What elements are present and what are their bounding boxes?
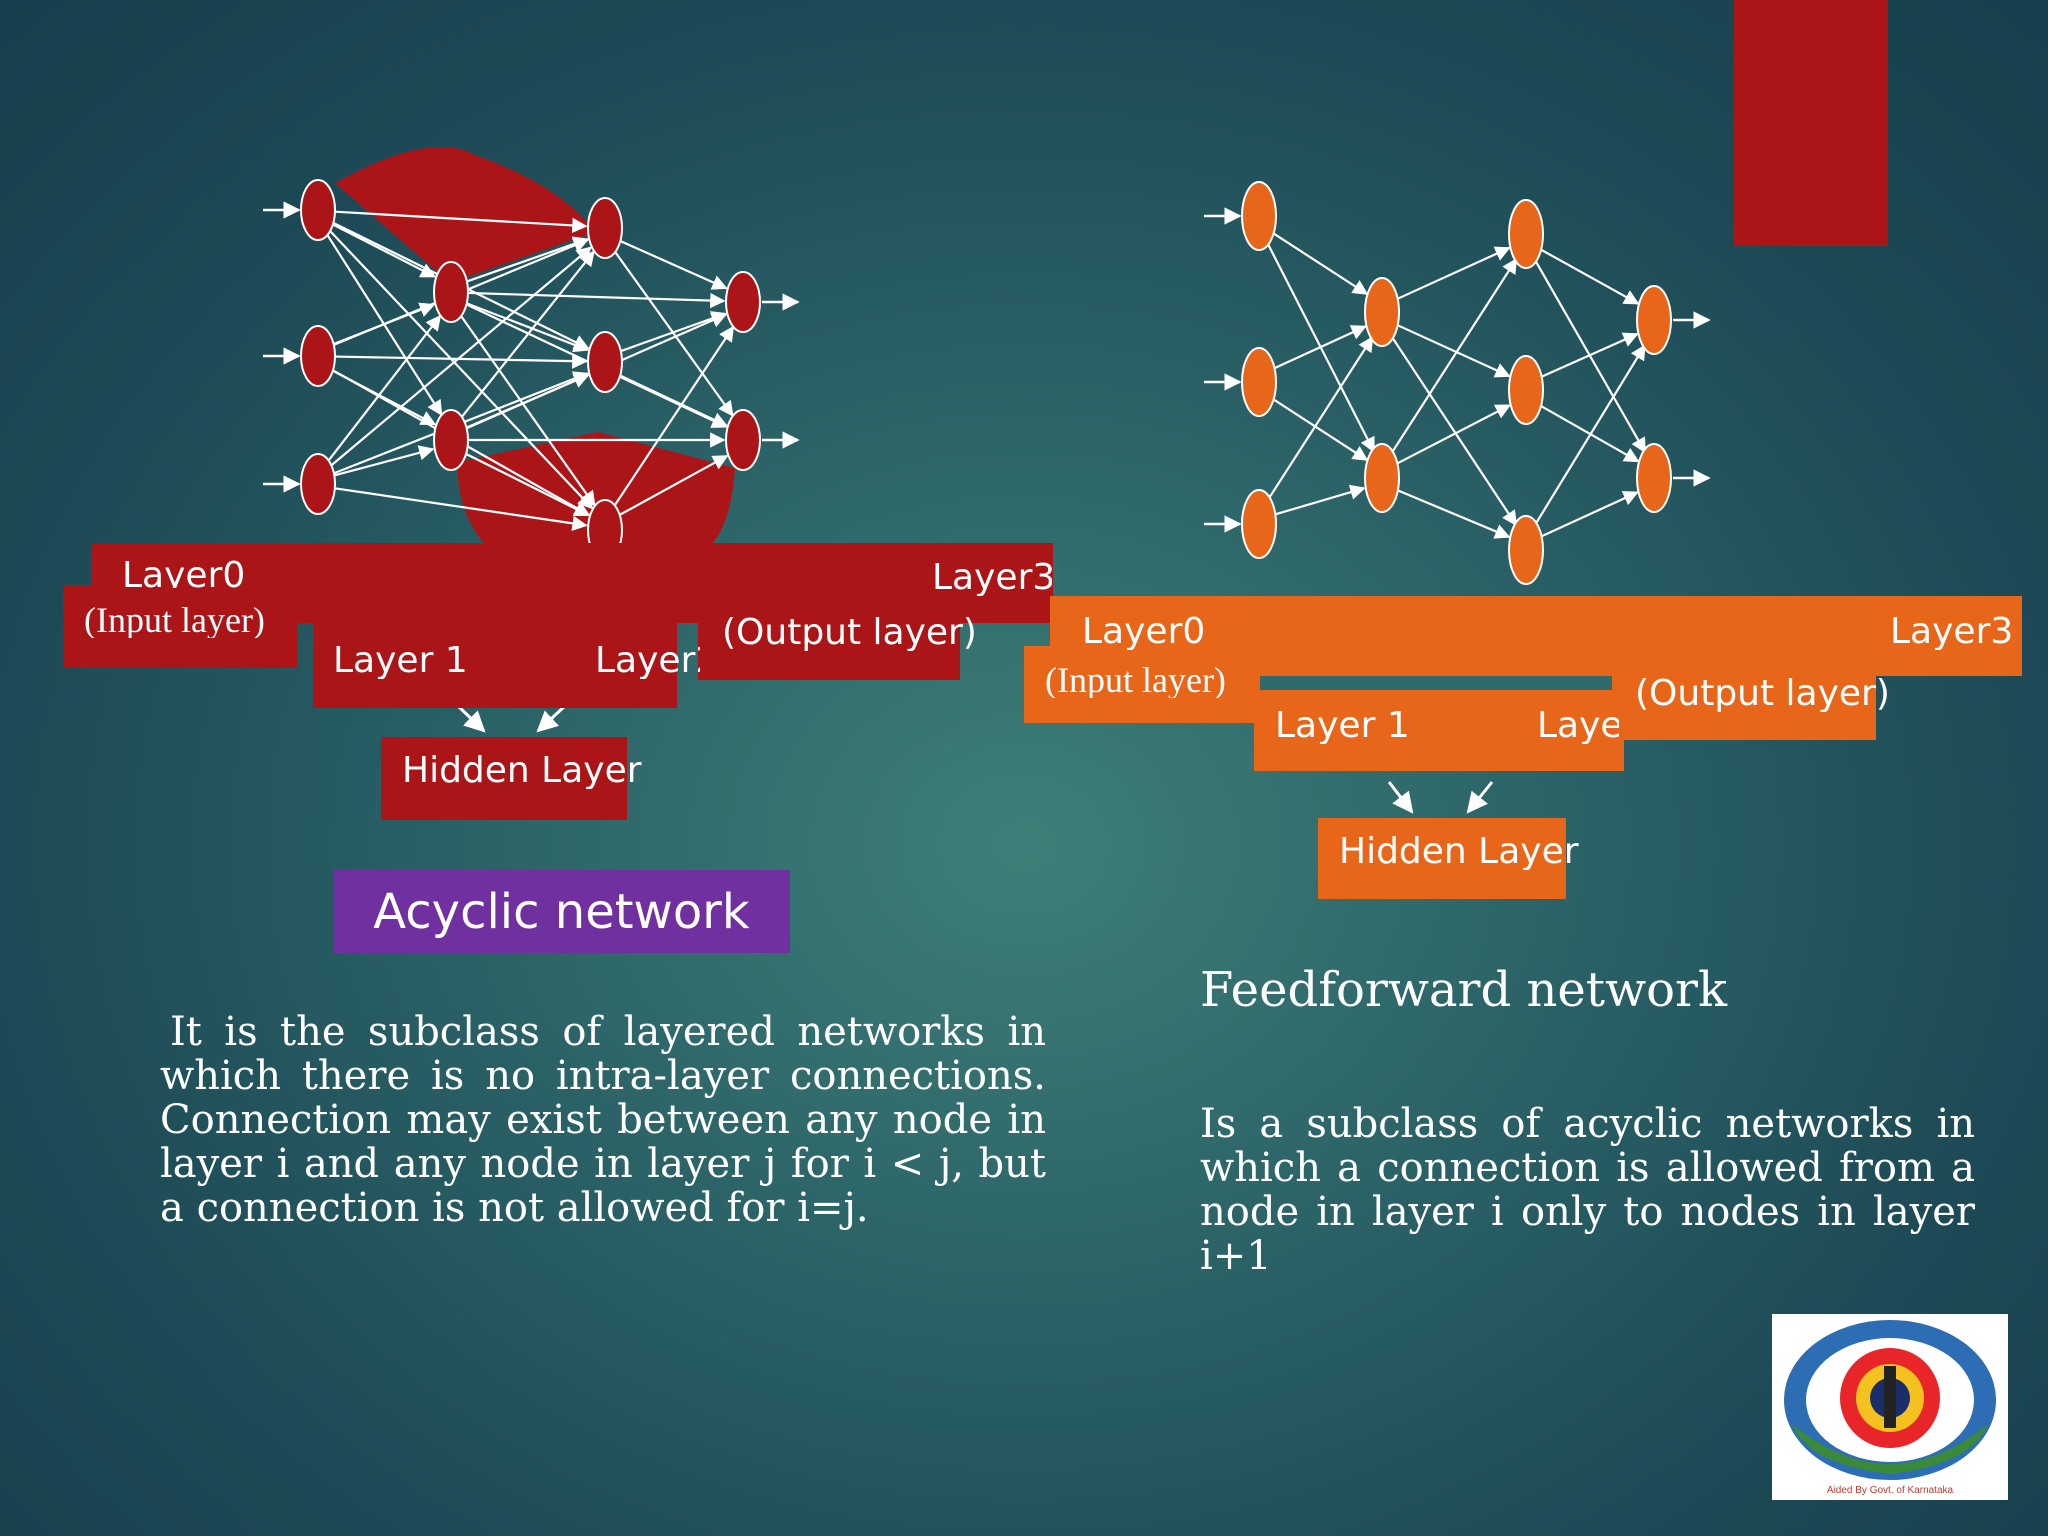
right-input-box	[1024, 646, 1260, 723]
left-input-box	[63, 585, 297, 668]
network-edge	[1539, 404, 1640, 463]
left-layer1-label: Layer 1	[333, 643, 468, 679]
network-edge	[334, 353, 588, 369]
network-edge	[1396, 323, 1511, 378]
institute-logo: Aided By Govt. of Karnataka	[1772, 1314, 2008, 1500]
network-node	[1241, 347, 1277, 417]
network-node	[1241, 489, 1277, 559]
network-edge	[620, 311, 728, 353]
network-node	[1241, 181, 1277, 251]
network-edge	[466, 236, 589, 283]
network-edge	[465, 452, 590, 517]
network-edge	[1539, 248, 1640, 305]
network-node	[300, 179, 336, 241]
network-edge	[1533, 344, 1646, 527]
right-output-label: (Output layer)	[1635, 676, 1890, 712]
right-hidden-band	[1254, 690, 1624, 771]
network-edge	[1273, 325, 1367, 370]
network-edge	[618, 454, 729, 517]
network-edge	[334, 210, 588, 234]
network-edge	[1271, 397, 1369, 461]
network-edge	[328, 229, 594, 510]
acyclic-description: It is the subclass of layered networks i…	[160, 1009, 1046, 1231]
network-edge	[459, 314, 596, 507]
left-hidden-band	[313, 610, 677, 708]
right-output-box	[1612, 660, 1876, 740]
network-edge	[466, 302, 590, 353]
acyclic-title-box	[333, 870, 790, 953]
left-layer2-label: Layer2	[595, 643, 700, 679]
network-node	[725, 409, 761, 471]
network-edge	[1540, 491, 1639, 538]
network-edge	[1271, 231, 1369, 295]
corner-accent-bar	[1734, 0, 1888, 246]
feedforward-description: Is a subclass of acyclic networks in whi…	[1200, 1101, 1975, 1279]
network-edge	[1396, 404, 1512, 465]
network-node	[300, 325, 336, 387]
network-node	[433, 409, 469, 471]
network-edge	[333, 445, 435, 477]
right-layer1-label: Layer 1	[1275, 708, 1410, 744]
network-node	[1636, 443, 1672, 513]
red-wedge-shape	[335, 146, 595, 283]
network-node	[587, 331, 623, 393]
network-edge	[619, 239, 728, 290]
network-edge	[1266, 335, 1374, 502]
left-output-box	[698, 600, 960, 680]
network-edge	[1396, 489, 1511, 539]
network-edge	[334, 487, 588, 531]
left-layer0-label: Layer0	[122, 558, 246, 588]
network-edge	[1274, 484, 1366, 516]
network-edge	[460, 250, 595, 419]
network-edge	[329, 246, 593, 467]
network-edge	[1540, 332, 1639, 378]
right-input-label: (Input layer)	[1045, 662, 1226, 698]
right-hidden-label: Hidden Layer	[1339, 834, 1579, 870]
left-layer3-label: Layer3	[932, 560, 1052, 596]
network-node	[1508, 199, 1544, 269]
logo-footer-text: Aided By Govt. of Karnataka	[1826, 1485, 1954, 1496]
network-edge	[467, 291, 726, 309]
right-layer0-label: Layer0	[1082, 614, 1206, 650]
network-node	[433, 261, 469, 323]
network-node	[587, 197, 623, 259]
network-node	[725, 271, 761, 333]
network-node	[1508, 515, 1544, 585]
network-edge	[612, 325, 735, 508]
feedforward-title: Feedforward network	[1200, 962, 1728, 1018]
red-dome-shape	[457, 432, 735, 560]
network-node	[1636, 285, 1672, 355]
left-input-label: (Input layer)	[84, 602, 265, 638]
network-node	[1364, 277, 1400, 347]
acyclic-network-graph	[263, 179, 800, 561]
network-edge	[1389, 257, 1518, 456]
right-gap-bar	[1260, 676, 1612, 690]
left-hidden-box	[381, 737, 627, 820]
feedforward-network-graph	[1204, 181, 1711, 585]
acyclic-title: Acyclic network	[373, 883, 750, 940]
network-node	[1364, 443, 1400, 513]
network-edge	[326, 314, 442, 463]
network-edge	[1389, 334, 1518, 527]
network-edge	[619, 374, 728, 427]
network-node	[300, 453, 336, 515]
logo-emblem-icon	[1784, 1320, 1996, 1480]
left-hidden-label: Hidden Layer	[402, 753, 642, 789]
right-layer2-label: Layer2	[1537, 708, 1619, 744]
right-hidden-box	[1318, 818, 1566, 899]
network-edge	[1396, 246, 1511, 301]
left-output-label: (Output layer)	[722, 615, 977, 651]
network-edge	[331, 223, 437, 278]
right-layer3-label: Layer3	[1890, 614, 2014, 650]
network-node	[1508, 355, 1544, 425]
